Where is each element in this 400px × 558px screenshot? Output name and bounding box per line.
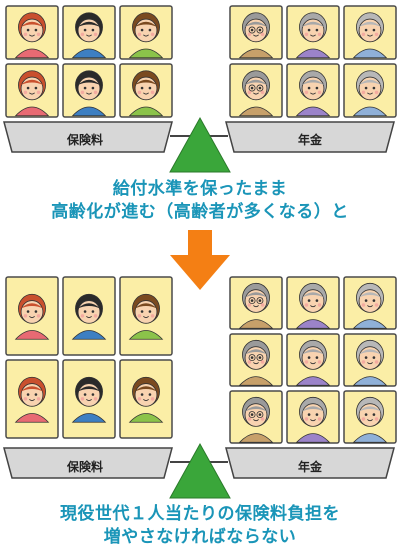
top-working-person-icon [71,12,107,59]
top-fulcrum [169,116,231,173]
bottom-elderly-person-icon [352,396,388,443]
bottom-working-person-icon [128,293,164,340]
result-caption-line2: 増やさなければならない [103,527,297,547]
result-caption: 現役世代１人当たりの保険料負担を 増やさなければならない [0,503,400,549]
top-right-tray [225,121,395,153]
top-working-person-icon [128,70,164,117]
bottom-working-person-icon [128,376,164,423]
bottom-elderly-person-icon [295,339,331,386]
condition-caption: 給付水準を保ったまま 高齢化が進む（高齢者が多くなる）と [0,178,400,224]
top-elderly-person-icon [238,12,274,59]
top-left-tray-label: 保険料 [66,133,103,147]
bottom-elderly-person-icon [352,339,388,386]
top-working-person-icon [71,70,107,117]
bottom-working-person-icon [71,293,107,340]
down-arrow-icon [170,230,230,290]
top-elderly-person-icon [295,70,331,117]
top-elderly-person-icon [238,70,274,117]
bottom-elderly-person-icon [238,339,274,386]
bottom-elderly-person-icon [295,396,331,443]
bottom-fulcrum [169,442,231,499]
bottom-elderly-person-icon [295,282,331,329]
bottom-elderly-person-icon [238,282,274,329]
condition-caption-line2: 高齢化が進む（高齢者が多くなる）と [51,202,349,222]
top-elderly-person-icon [295,12,331,59]
bottom-working-person-icon [71,376,107,423]
top-working-person-icon [14,70,50,117]
bottom-right-tray [225,447,395,479]
bottom-working-person-icon [14,376,50,423]
top-elderly-person-icon [352,70,388,117]
top-right-tray-label: 年金 [297,133,322,147]
bottom-left-tray-label: 保険料 [66,460,103,474]
result-caption-line1: 現役世代１人当たりの保険料負担を [60,504,340,524]
top-working-person-icon [128,12,164,59]
bottom-elderly-person-icon [238,396,274,443]
bottom-right-tray-label: 年金 [297,460,322,474]
bottom-left-tray [3,447,173,479]
bottom-elderly-person-icon [352,282,388,329]
condition-caption-line1: 給付水準を保ったまま [112,179,288,199]
top-working-person-icon [14,12,50,59]
top-left-tray [3,121,173,153]
bottom-working-person-icon [14,293,50,340]
top-elderly-person-icon [352,12,388,59]
